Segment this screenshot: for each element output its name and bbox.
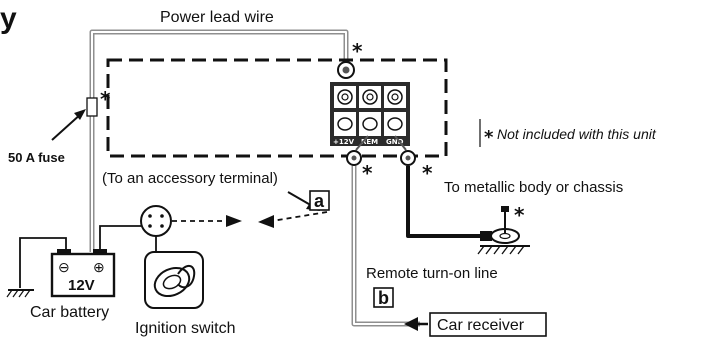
marker-b-box [373,287,394,308]
ignition-label: Ignition switch [135,320,236,337]
fuse-pointer-arrow [51,109,86,141]
battery-ground [6,237,67,298]
ignition-switch [140,205,172,252]
car-receiver-box [429,312,547,337]
accessory-label: (To an accessory terminal) [102,170,278,187]
ignition-key-icon [144,251,204,309]
car-battery [50,249,116,298]
battery-ignition-wire [99,225,141,252]
not-included-legend: * Not included with this unit [479,119,657,148]
ground-wire [394,135,480,238]
power-ring-asterisk: * [352,39,363,63]
remote-turn-on-wire [346,135,420,327]
chassis-ground [477,206,530,255]
power-lead-wire [89,29,349,252]
power-lead-label: Power lead wire [160,9,274,26]
title-fragment: y [0,2,17,35]
car-battery-label: Car battery [30,304,109,321]
not-included-label: Not included with this unit [497,126,657,142]
terminal-label-rem: REM [361,138,378,146]
battery-voltage: 12V [68,277,95,294]
accessory-connection [258,211,328,228]
terminal-label-12v: +12V [333,138,355,146]
battery-minus-icon: ⊖ [58,259,70,275]
fuse-label: 50 A fuse [8,150,65,165]
battery-plus-icon: ⊕ [93,259,105,275]
legend-asterisk: * [484,127,494,148]
terminal-block [330,82,410,146]
car-receiver-label: Car receiver [437,317,525,334]
amplifier-outline [106,58,448,158]
fuse-asterisk: * [100,87,111,111]
ignition-output-line [172,215,242,227]
marker-b-label: b [378,288,389,308]
rem-ring-asterisk: * [362,161,373,185]
power-ring-terminal [337,61,355,79]
terminal-label-gnd: GND [386,138,404,146]
metal-body-label: To metallic body or chassis [444,179,623,196]
remote-line-label: Remote turn-on line [366,265,498,282]
gnd-ring-asterisk: * [422,161,433,185]
marker-a-label: a [314,191,325,211]
fuse [86,97,98,117]
marker-a-box [309,190,330,211]
bolt-asterisk: * [514,203,525,227]
receiver-arrow [404,317,428,331]
